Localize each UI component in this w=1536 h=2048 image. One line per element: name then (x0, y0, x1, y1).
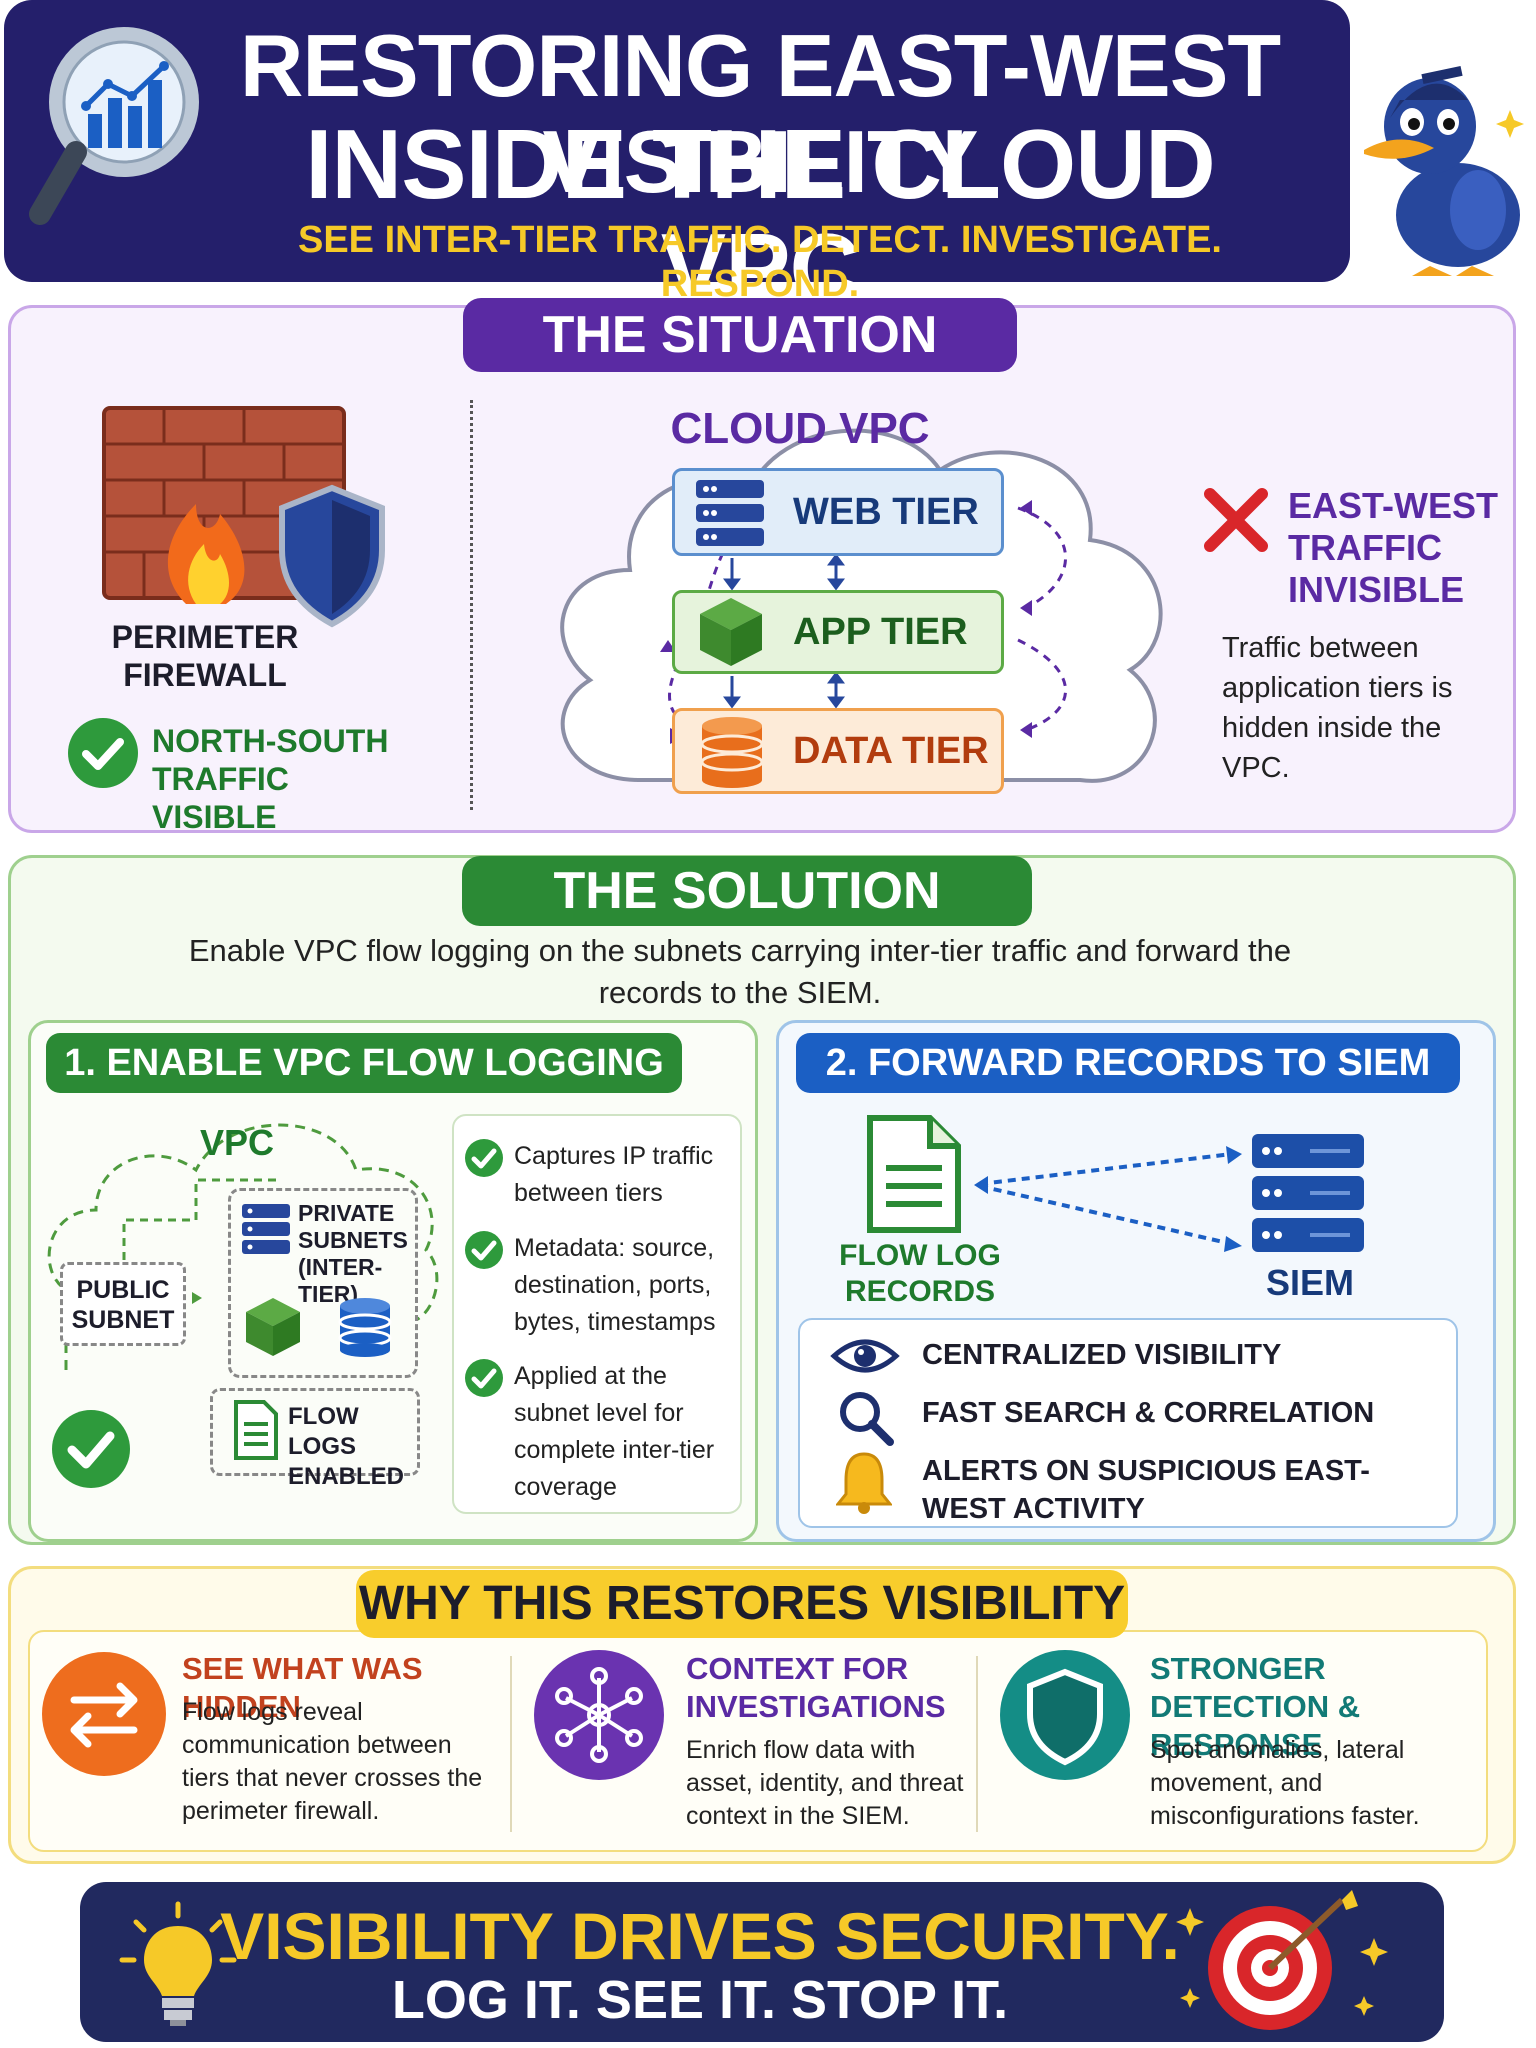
solution-heading: THE SOLUTION (462, 856, 1032, 926)
step1-title: 1. ENABLE VPC FLOW LOGGING (46, 1033, 682, 1093)
situation-divider (470, 400, 473, 810)
web-tier-label: WEB TIER (793, 490, 979, 533)
network-hub-icon (534, 1650, 664, 1780)
bell-icon (836, 1452, 892, 1514)
perimeter-firewall-label: PERIMETER FIREWALL (111, 619, 299, 693)
benefit-item: CENTRALIZED VISIBILITY (922, 1339, 1282, 1371)
lightbulb-icon (119, 1901, 237, 2026)
check-circle-icon (52, 1410, 130, 1488)
why-divider (976, 1656, 978, 1832)
subtitle: SEE INTER-TIER TRAFFIC. DETECT. INVESTIG… (297, 219, 1222, 305)
why-item-description: Enrich flow data with asset, identity, a… (686, 1736, 964, 1830)
forwarding-arrows (974, 1146, 1242, 1252)
step1-vpc-label: VPC (200, 1122, 275, 1163)
why-item-title: STRONGER DETECTION & RESPONSE (1150, 1651, 1361, 1762)
flow-log-records-label: FLOW LOG RECORDS (839, 1239, 1001, 1308)
why-item-title: CONTEXT FOR INVESTIGATIONS (686, 1651, 946, 1724)
flow-logs-label: FLOW LOGS ENABLED (288, 1403, 405, 1490)
sparkle-icon (1360, 1938, 1388, 1966)
why-divider (510, 1656, 512, 1832)
server-icon (1252, 1134, 1364, 1252)
server-icon (242, 1204, 290, 1254)
check-circle-icon (465, 1139, 503, 1177)
swap-arrows-icon (42, 1652, 166, 1776)
cloud-vpc-title: CLOUD VPC (670, 404, 930, 453)
footer-line-2: LOG IT. SEE IT. STOP IT. (391, 1970, 1009, 2030)
red-x-icon (1204, 488, 1268, 552)
shield-icon (279, 484, 385, 628)
why-inner-card (28, 1630, 1488, 1852)
magnifier-chart-icon (29, 27, 199, 225)
sparkle-icon (1354, 1996, 1374, 2016)
header-banner (4, 0, 1350, 282)
sparkle-icon (1180, 1988, 1200, 2008)
why-heading: WHY THIS RESTORES VISIBILITY (356, 1570, 1128, 1638)
step2-title: 2. FORWARD RECORDS TO SIEM (796, 1033, 1460, 1093)
target-icon (1176, 1890, 1388, 2030)
public-subnet-box: PUBLIC SUBNET (60, 1262, 186, 1346)
solution-description: Enable VPC flow logging on the subnets c… (188, 933, 1292, 1010)
flame-icon (167, 504, 245, 604)
search-icon (840, 1392, 894, 1446)
why-item-description: Flow logs reveal communication between t… (182, 1698, 483, 1825)
server-icon (696, 480, 764, 546)
app-tier-label: APP TIER (793, 610, 968, 653)
north-south-label: NORTH-SOUTH TRAFFIC VISIBLE (152, 723, 389, 835)
benefit-item: ALERTS ON SUSPICIOUS EAST-WEST ACTIVITY (922, 1455, 1370, 1525)
situation-heading: THE SITUATION (463, 298, 1017, 372)
cube-icon (246, 1298, 300, 1356)
duck-mascot-icon (1364, 65, 1524, 276)
database-icon (338, 1298, 392, 1357)
why-item-title: SEE WHAT WAS HIDDEN (182, 1651, 423, 1724)
checklist-item: Metadata: source, destination, ports, by… (514, 1234, 716, 1336)
data-tier-label: DATA TIER (793, 729, 989, 772)
document-icon (867, 1115, 961, 1233)
cube-icon (700, 598, 762, 666)
check-circle-icon (465, 1359, 503, 1397)
why-item-description: Spot anomalies, lateral movement, and mi… (1150, 1736, 1420, 1830)
benefit-item: FAST SEARCH & CORRELATION (922, 1397, 1375, 1429)
sparkle-icon (1176, 1908, 1204, 1936)
database-icon (700, 717, 764, 788)
east-west-description: Traffic between application tiers is hid… (1222, 632, 1453, 784)
public-subnet-label: PUBLIC SUBNET (71, 1276, 175, 1334)
step1-checklist (452, 1114, 742, 1514)
document-icon (234, 1400, 278, 1460)
siem-label: SIEM (1265, 1262, 1354, 1303)
checklist-item: Applied at the subnet level for complete… (514, 1362, 715, 1501)
step2-benefits (798, 1318, 1458, 1528)
private-subnets-label: PRIVATE SUBNETS (INTER-TIER) (298, 1200, 408, 1307)
footer-line-1: VISIBILITY DRIVES SECURITY. (220, 1899, 1180, 1973)
east-west-title: EAST-WEST TRAFFIC INVISIBLE (1288, 485, 1499, 610)
vpc-cloud-shape (47, 1123, 439, 1370)
check-circle-icon (68, 718, 138, 788)
brick-firewall-icon (102, 406, 385, 628)
title-line-1: RESTORING EAST-WEST VISIBILITY (239, 16, 1281, 211)
check-circle-icon (465, 1231, 503, 1269)
eye-icon (830, 1339, 900, 1373)
shield-icon (1000, 1650, 1130, 1780)
checklist-item: Captures IP traffic between tiers (514, 1142, 714, 1207)
